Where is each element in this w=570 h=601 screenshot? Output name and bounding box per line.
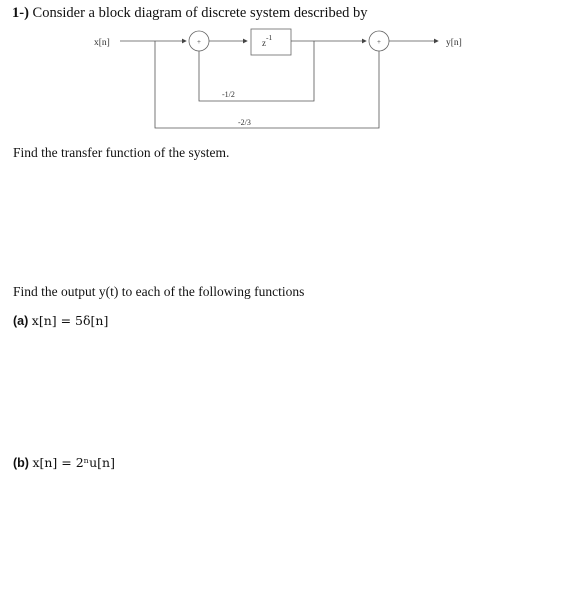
part-b-expression: x[n] = 2ⁿu[n]: [32, 455, 115, 470]
outer-feedforward-path: [154, 41, 380, 129]
input-label: x[n]: [94, 38, 110, 48]
part-a-expression: x[n] = 5δ[n]: [31, 313, 109, 328]
inner-feedback-path: [198, 41, 315, 102]
part-a-label: (a): [13, 314, 29, 328]
output-label: y[n]: [446, 38, 462, 48]
part-b-label: (b): [13, 456, 29, 470]
problem-number: 1-): [12, 5, 29, 21]
problem-text: Consider a block diagram of discrete sys…: [32, 5, 368, 21]
problem-statement: 1-) Consider a block diagram of discrete…: [12, 5, 368, 22]
sum-sign-1: +: [197, 38, 201, 46]
gain-outer: -2/3: [238, 118, 251, 127]
question-transfer-function: Find the transfer function of the system…: [13, 145, 230, 160]
delay-label: z-1: [262, 33, 272, 48]
gain-inner: -1/2: [222, 90, 235, 99]
delay-block: [250, 28, 292, 56]
block-diagram: x[n] y[n] + z-1 + -1/2 -2/3: [94, 28, 462, 129]
part-a: (a) x[n] = 5δ[n]: [13, 313, 108, 328]
sum-sign-2: +: [377, 38, 381, 46]
question-output: Find the output y(t) to each of the foll…: [13, 284, 305, 299]
part-b: (b) x[n] = 2ⁿu[n]: [13, 455, 115, 470]
